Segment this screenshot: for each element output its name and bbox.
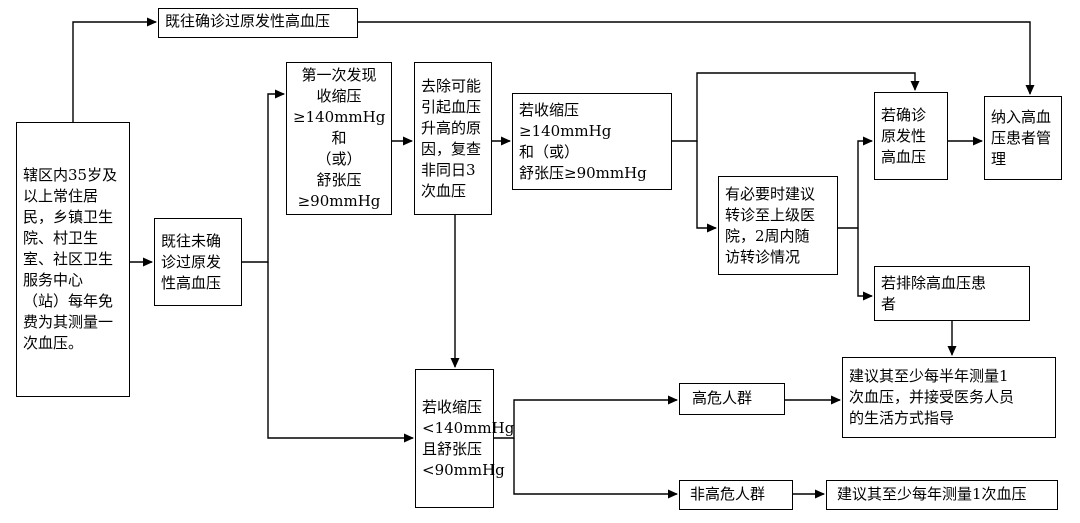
edge-systolic-high-to-referral <box>696 141 717 233</box>
node-half-year: 建议其至少每半年测量1 次血压，并接受医务人员 的生活方式指导 <box>842 357 1056 438</box>
node-referral: 有必要时建议 转诊至上级医 院，2周内随 访转诊情况 <box>718 176 838 275</box>
edge-not-diagnosed-branch <box>242 89 285 263</box>
node-excluded: 若排除高血压患 者 <box>874 266 1030 321</box>
edge-systolic-high-to-confirmed <box>672 72 920 142</box>
node-systolic-high: 若收缩压≥140mmHg 和（或） 舒张压≥90mmHg <box>512 93 672 190</box>
edge-branch-to-systolic-low <box>267 262 414 443</box>
edge-residents-to-previously-diagnosed <box>72 17 157 122</box>
node-systolic-low: 若收缩压 <140mmHg 且舒张压 <90mmHg <box>415 369 514 508</box>
node-management: 纳入高血 压患者管 理 <box>984 96 1062 180</box>
node-yearly: 建议其至少每年测量1次血压 <box>826 480 1058 510</box>
edge-referral-to-confirmed <box>838 136 873 229</box>
node-residents: 辖区内35岁及 以上常住居 民，乡镇卫生 院、村卫生 室、社区卫生 服务中心 （… <box>16 122 130 397</box>
node-first-found: 第一次发现 收缩压 ≥140mmHg和 （或） 舒张压 ≥90mmHg <box>286 62 392 215</box>
node-previously-diagnosed: 既往确诊过原发性高血压 <box>158 8 358 38</box>
node-confirmed: 若确诊 原发性 高血压 <box>874 92 948 180</box>
node-non-high-risk: 非高危人群 <box>679 480 793 510</box>
node-high-risk: 高危人群 <box>679 383 785 415</box>
node-not-diagnosed: 既往未确 诊过原发 性高血压 <box>154 218 242 306</box>
edge-previously-diagnosed-to-management <box>358 21 1035 95</box>
edge-systolic-low-to-high-risk <box>494 395 678 439</box>
node-recheck: 去除可能 引起血压 升高的原 因，复查 非同日3 次血压 <box>414 62 492 215</box>
edge-referral-to-excluded <box>857 228 873 301</box>
edge-systolic-low-to-non-high-risk <box>513 438 678 499</box>
